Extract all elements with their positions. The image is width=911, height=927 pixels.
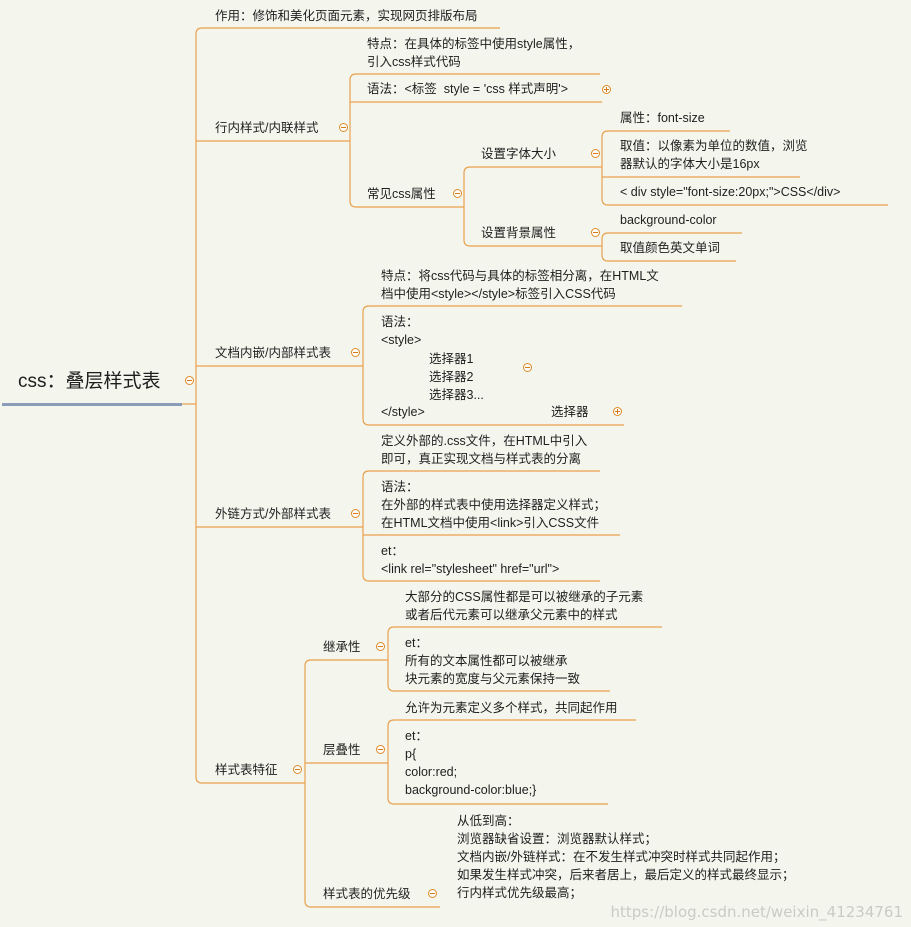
node-cengdie[interactable]: 层叠性 bbox=[323, 743, 361, 757]
node-wd-selector[interactable]: 选择器 bbox=[551, 405, 589, 419]
hangnei-stub-2 bbox=[349, 200, 357, 208]
changjian-collapse-icon[interactable] bbox=[453, 189, 462, 198]
wendang-stub-0 bbox=[362, 305, 370, 313]
selectors-collapse-icon[interactable] bbox=[523, 363, 532, 372]
wailian-stub-2 bbox=[362, 574, 370, 582]
node-wendang[interactable]: 文档内嵌/内部样式表 bbox=[215, 346, 331, 360]
node-hn-changjian[interactable]: 常见css属性 bbox=[367, 187, 436, 201]
bg-stub-0 bbox=[601, 232, 609, 240]
node-hn-yufa[interactable]: 语法：<标签 style = 'css 样式声明'> bbox=[367, 82, 568, 96]
youxian-collapse-icon[interactable] bbox=[428, 889, 437, 898]
bg-collapse-icon[interactable] bbox=[591, 228, 600, 237]
cengdie-collapse-icon[interactable] bbox=[376, 745, 385, 754]
jicheng-stub-0 bbox=[387, 626, 395, 634]
node-wl-define[interactable]: 定义外部的.css文件，在HTML中引入 即可，真正实现文档与样式表的分离 bbox=[381, 434, 588, 466]
root-node[interactable]: css：叠层样式表 bbox=[18, 371, 161, 392]
root-underline bbox=[2, 403, 182, 406]
tezheng-stub-2 bbox=[304, 900, 312, 908]
cengdie-stub-1 bbox=[387, 797, 395, 805]
node-wailian[interactable]: 外链方式/外部样式表 bbox=[215, 507, 331, 521]
hangnei-stub-0 bbox=[349, 73, 357, 81]
bg-stub-1 bbox=[601, 254, 609, 262]
node-hn-tedian[interactable]: 特点：在具体的标签中使用style属性， 引入css样式代码 bbox=[367, 37, 581, 69]
lvl1-stub-4 bbox=[195, 776, 203, 784]
font-size-stub-2 bbox=[601, 198, 609, 206]
node-zuoyong[interactable]: 作用：修饰和美化页面元素，实现网页排版布局 bbox=[215, 9, 478, 23]
font-size-collapse-icon[interactable] bbox=[591, 149, 600, 158]
node-jc-desc[interactable]: 大部分的CSS属性都是可以被继承的子元素 或者后代元素可以继承父元素中的样式 bbox=[405, 590, 644, 622]
jicheng-stub-1 bbox=[387, 684, 395, 692]
watermark: https://blog.csdn.net/weixin_41234761 bbox=[610, 903, 903, 921]
node-bg[interactable]: 设置背景属性 bbox=[481, 226, 557, 240]
changjian-stub-1 bbox=[463, 239, 471, 247]
font-size-stub-0 bbox=[601, 130, 609, 138]
node-cd-et[interactable]: et： p{ color:red; background-color:blue;… bbox=[405, 729, 537, 797]
node-wl-et[interactable]: et： <link rel="stylesheet" href="url"> bbox=[381, 544, 560, 576]
hangnei-collapse-icon[interactable] bbox=[339, 123, 348, 132]
node-fs-shuxing[interactable]: 属性：font-size bbox=[620, 111, 705, 125]
changjian-stub-0 bbox=[463, 166, 471, 174]
node-fs-example[interactable]: < div style="font-size:20px;">CSS</div> bbox=[620, 185, 841, 199]
wailian-collapse-icon[interactable] bbox=[351, 509, 360, 518]
tezheng-stub-0 bbox=[304, 659, 312, 667]
node-cd-desc[interactable]: 允许为元素定义多个样式，共同起作用 bbox=[405, 701, 618, 715]
node-bg-name[interactable]: background-color bbox=[620, 213, 717, 227]
node-wd-yufa[interactable]: 语法： <style> </style> bbox=[381, 315, 425, 419]
wendang-collapse-icon[interactable] bbox=[351, 348, 360, 357]
node-yx-desc[interactable]: 从低到高： 浏览器缺省设置：浏览器默认样式； 文档内嵌/外链样式：在不发生样式冲… bbox=[457, 814, 795, 900]
node-jicheng[interactable]: 继承性 bbox=[323, 640, 361, 654]
wailian-stub-0 bbox=[362, 470, 370, 478]
cengdie-stub-0 bbox=[387, 719, 395, 727]
root-collapse-icon[interactable] bbox=[185, 376, 194, 385]
node-wd-tedian[interactable]: 特点：将css代码与具体的标签相分离，在HTML文 档中使用<style></s… bbox=[381, 269, 659, 301]
node-wl-yufa[interactable]: 语法： 在外部的样式表中使用选择器定义样式； 在HTML文档中使用<link>引… bbox=[381, 480, 607, 530]
wd-selector-expand-icon[interactable] bbox=[613, 407, 622, 416]
node-youxian[interactable]: 样式表的优先级 bbox=[323, 887, 411, 901]
node-bg-quzhi[interactable]: 取值颜色英文单词 bbox=[620, 241, 721, 255]
node-hangnei[interactable]: 行内样式/内联样式 bbox=[215, 121, 319, 135]
jicheng-collapse-icon[interactable] bbox=[376, 642, 385, 651]
node-tezheng[interactable]: 样式表特征 bbox=[215, 763, 278, 777]
lvl1-stub-0 bbox=[195, 27, 203, 35]
hn-yufa-expand-icon[interactable] bbox=[602, 85, 611, 94]
wendang-stub-1 bbox=[362, 418, 370, 426]
node-selectors[interactable]: 选择器1 选择器2 选择器3... bbox=[429, 352, 484, 402]
node-jc-et[interactable]: et： 所有的文本属性都可以被继承 块元素的宽度与父元素保持一致 bbox=[405, 636, 581, 686]
node-font-size[interactable]: 设置字体大小 bbox=[481, 147, 557, 161]
tezheng-collapse-icon[interactable] bbox=[293, 765, 302, 774]
node-fs-quzhi[interactable]: 取值：以像素为单位的数值，浏览 器默认的字体大小是16px bbox=[620, 139, 808, 171]
